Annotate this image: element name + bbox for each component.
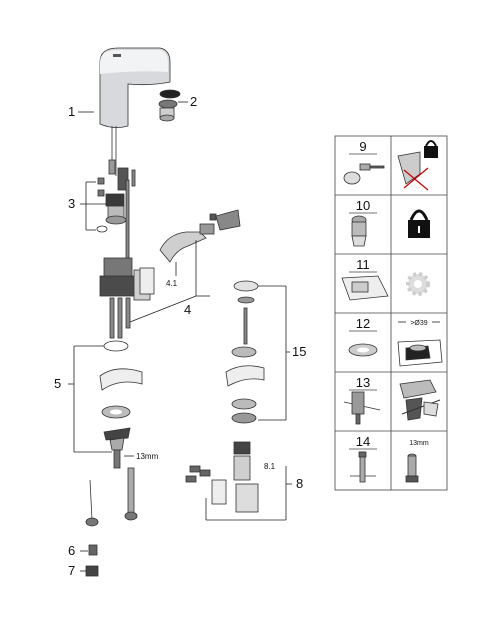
callout-1: 1	[68, 104, 75, 119]
callout-8-1: 8.1	[264, 462, 276, 471]
table-row-num: 10	[356, 198, 370, 213]
gear-icon	[406, 272, 430, 296]
callout-7: 7	[68, 563, 75, 578]
padlock-icon	[408, 209, 430, 238]
faucet-body	[99, 47, 171, 176]
dimension-label: 13mm	[136, 452, 159, 461]
key-tool-icon	[350, 451, 376, 483]
callout-6: 6	[68, 543, 75, 558]
table-row-num: 11	[356, 257, 370, 272]
washer-icon	[348, 343, 378, 357]
table-row-num: 13	[356, 375, 370, 390]
remote-control-icon	[341, 275, 389, 301]
callout-5: 5	[54, 376, 61, 391]
waste-set-part	[225, 280, 265, 424]
padlock-icon	[397, 140, 438, 191]
table-row-num: 9	[359, 139, 366, 154]
battery-box-part	[185, 441, 259, 513]
nut-part	[85, 544, 99, 577]
parts-table: 9 10 11 12 13 14	[334, 135, 448, 491]
socket-size-note: 13mm	[409, 440, 429, 447]
callout-4: 4	[184, 302, 191, 317]
callout-4-1: 4.1	[166, 279, 178, 288]
mounting-set-part	[99, 340, 143, 451]
callout-3: 3	[68, 196, 75, 211]
table-row-underlines	[349, 153, 377, 450]
callout-15: 15	[292, 344, 306, 359]
table-row-num: 14	[356, 434, 370, 449]
hoses-part	[85, 449, 138, 527]
control-box-part	[99, 209, 241, 339]
callout-8: 8	[296, 476, 303, 491]
mounting-tool-icon	[343, 391, 381, 425]
diameter-note: >Ø39	[410, 320, 427, 327]
installation-icon	[399, 379, 441, 421]
socket-icon	[405, 453, 419, 483]
cartridge-icon	[351, 215, 367, 247]
sink-mount-icon	[397, 321, 443, 367]
aerator-part	[158, 89, 181, 122]
leader-lines	[68, 101, 292, 572]
callout-2: 2	[190, 94, 197, 109]
fixing-set-part	[96, 167, 136, 261]
table-row-num: 12	[356, 316, 370, 331]
screw-icon	[343, 163, 385, 185]
